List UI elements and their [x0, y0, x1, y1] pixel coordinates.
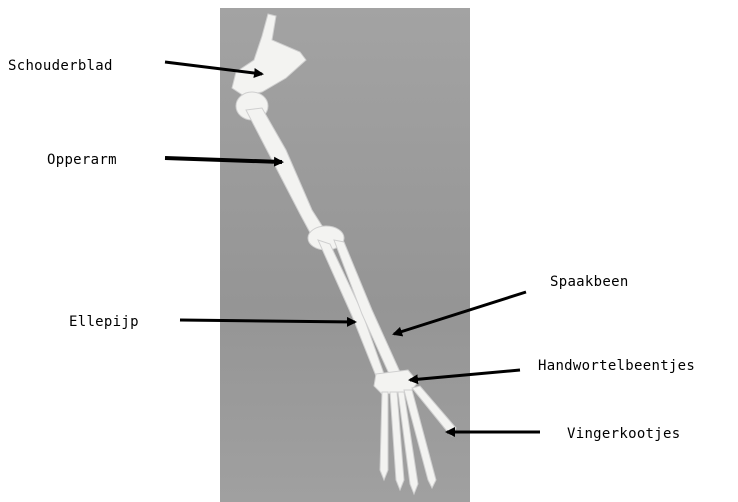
arrow-ulna — [180, 320, 355, 322]
label-humerus: Opperarm — [47, 152, 117, 168]
label-ulna: Ellepijp — [69, 314, 139, 330]
label-radius: Spaakbeen — [550, 274, 629, 290]
finger-1 — [380, 392, 388, 480]
label-carpals: Handwortelbeentjes — [538, 358, 695, 374]
label-scapula: Schouderblad — [8, 58, 113, 74]
label-phalanges: Vingerkootjes — [567, 426, 680, 442]
